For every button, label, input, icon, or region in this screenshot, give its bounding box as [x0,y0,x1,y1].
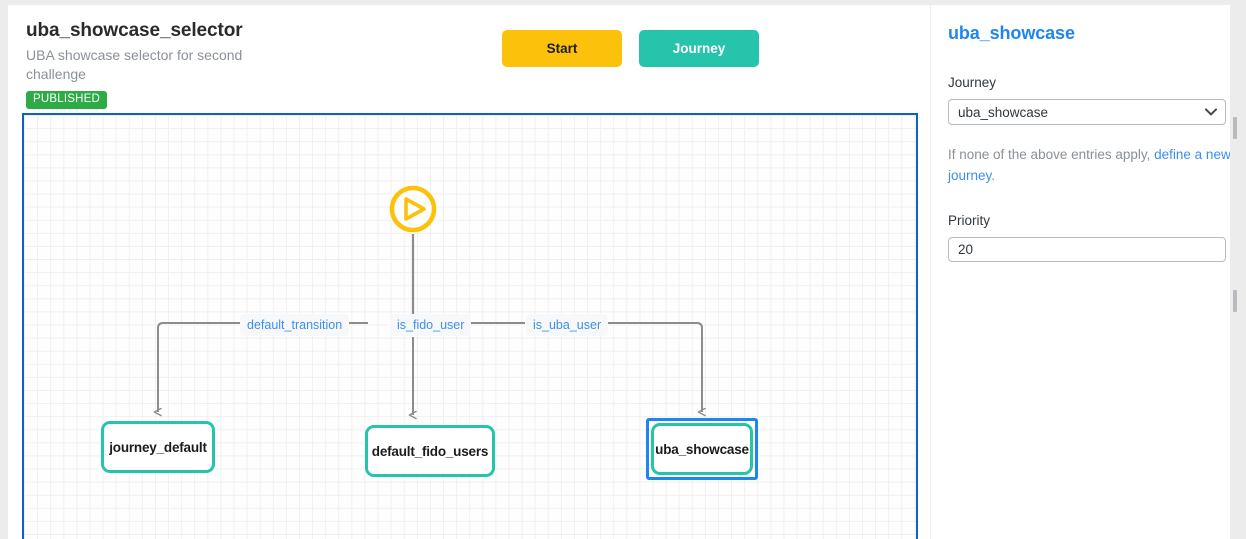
priority-input[interactable]: 20 [948,237,1226,262]
priority-field-label: Priority [948,213,991,228]
flow-node-journey-default[interactable]: journey_default [101,421,215,473]
flow-node-default-fido-users[interactable]: default_fido_users [365,425,495,477]
play-circle-icon [389,185,437,233]
action-button-row: Start Journey [502,30,759,67]
page-card: uba_showcase_selector UBA showcase selec… [8,5,1230,539]
edge-label-is-fido-user[interactable]: is_fido_user [390,314,472,336]
page-subtitle: UBA showcase selector for second challen… [26,47,243,82]
define-new-journey-link[interactable]: define a new journey [948,147,1230,183]
main-column: uba_showcase_selector UBA showcase selec… [8,5,920,539]
edge-label-is-uba-user[interactable]: is_uba_user [526,314,609,336]
chevron-down-icon [1205,108,1217,116]
flow-node-label: uba_showcase [655,441,749,457]
scrollbar-tick-top[interactable] [1233,117,1237,139]
panel-title: uba_showcase [948,23,1075,43]
flow-node-label: journey_default [109,439,207,455]
status-badge: PUBLISHED [26,91,107,109]
journey-button[interactable]: Journey [639,30,759,67]
journey-field: Journey uba_showcase [948,74,1226,125]
journey-helper-text: If none of the above entries apply, defi… [948,144,1230,186]
scrollbar-tick-bottom[interactable] [1233,290,1237,312]
journey-select[interactable]: uba_showcase [948,99,1226,125]
properties-panel: uba_showcase Journey uba_showcase If non… [930,5,1230,539]
priority-input-value: 20 [958,242,974,257]
flow-node-uba-showcase[interactable]: uba_showcase [651,423,753,475]
edge-label-default-transition[interactable]: default_transition [240,314,350,336]
flow-node-label: default_fido_users [371,443,489,459]
helper-prefix: If none of the above entries apply, [948,147,1155,162]
flow-canvas[interactable]: default_transition is_fido_user is_uba_u… [22,113,918,539]
journey-field-label: Journey [948,75,997,90]
title-block: uba_showcase_selector UBA showcase selec… [26,19,446,109]
helper-suffix: . [991,168,996,183]
priority-field: Priority 20 [948,212,1226,262]
page-title: uba_showcase_selector [26,20,243,41]
journey-select-value: uba_showcase [958,104,1049,120]
start-button[interactable]: Start [502,30,622,67]
